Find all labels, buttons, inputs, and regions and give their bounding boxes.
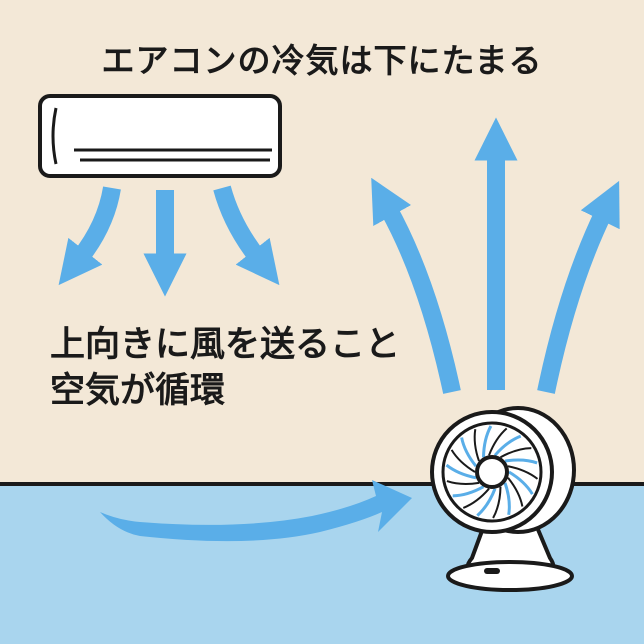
- caption-line-1: 上向きに風を送ること: [50, 325, 401, 365]
- fan-blade: [450, 449, 476, 473]
- fan-blade: [507, 465, 539, 480]
- cold-air-arrow-right: [213, 185, 280, 286]
- fan-blade: [482, 425, 493, 458]
- caption-line-2: 空気が循環: [50, 371, 226, 411]
- fan-blade: [508, 470, 534, 495]
- fan-blade: [462, 488, 490, 509]
- upward-air-arrows: [371, 117, 620, 394]
- fan-blades: [445, 425, 539, 519]
- fan-blade: [452, 485, 485, 498]
- fan-blade: [488, 427, 508, 456]
- fan-blade: [503, 482, 511, 516]
- fan-blade: [476, 488, 497, 517]
- circulator-fan-icon: [430, 406, 576, 592]
- floor-circulation-arrow: [100, 480, 412, 542]
- fan-blade: [500, 447, 532, 459]
- fan-blade: [445, 463, 477, 480]
- cold-air-arrows: [58, 185, 280, 297]
- fan-blade: [493, 434, 522, 457]
- caption: 上向きに風を送ること 空気が循環: [50, 322, 400, 414]
- cold-air-arrow-left: [58, 186, 121, 286]
- air-conditioner-icon: [38, 94, 282, 178]
- fan-blade: [492, 486, 502, 519]
- fan-blade: [507, 477, 524, 507]
- wall-background: [0, 0, 644, 484]
- fan-blade: [473, 429, 480, 462]
- up-arrow-right: [537, 180, 620, 394]
- floor-line: [0, 482, 644, 486]
- fan-blade: [460, 437, 478, 468]
- fan-blade: [446, 480, 480, 486]
- title: エアコンの冷気は下にたまる: [101, 41, 543, 80]
- up-arrow-left: [371, 177, 461, 394]
- fan-blade: [504, 458, 538, 465]
